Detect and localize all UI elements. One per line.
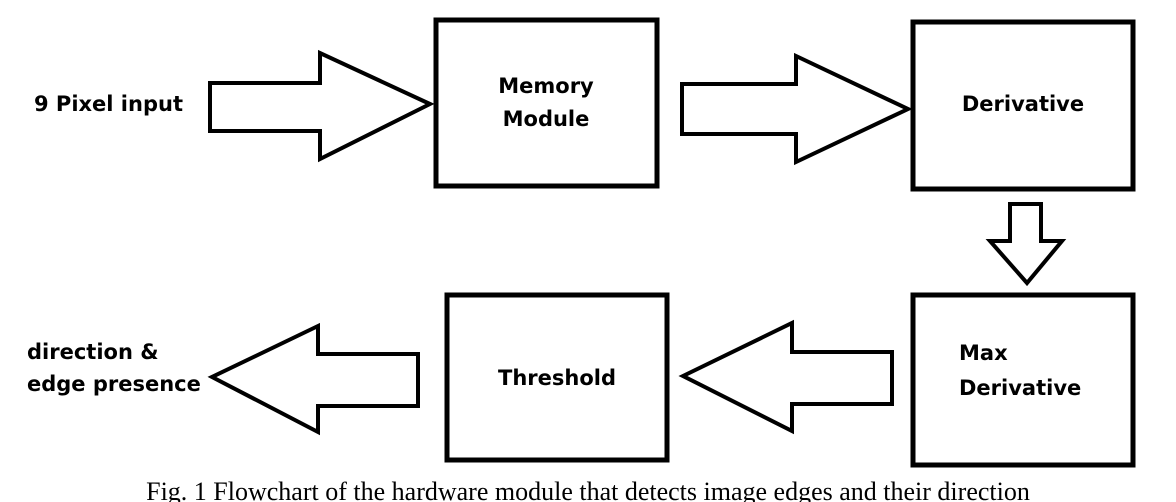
output-label-line1: direction & xyxy=(27,340,159,364)
max-derivative-label-line2: Derivative xyxy=(959,376,1081,400)
arrow-derivative-to-max xyxy=(985,202,1067,287)
input-label: 9 Pixel input xyxy=(34,92,183,116)
arrow-input-to-memory xyxy=(208,49,435,163)
threshold-box xyxy=(444,292,670,463)
memory-module-label-line2: Module xyxy=(503,107,590,131)
memory-module-box xyxy=(433,17,660,189)
derivative-label: Derivative xyxy=(962,92,1084,116)
threshold-label: Threshold xyxy=(498,366,616,390)
max-derivative-box xyxy=(910,292,1136,468)
arrow-memory-to-derivative xyxy=(680,52,913,166)
output-label-line2: edge presence xyxy=(27,372,201,396)
memory-module-label-line1: Memory xyxy=(498,74,594,98)
derivative-box xyxy=(910,19,1136,192)
arrow-max-to-threshold xyxy=(678,319,894,435)
arrow-threshold-to-output xyxy=(207,322,420,436)
max-derivative-label-line1: Max xyxy=(959,341,1008,365)
figure-caption: Fig. 1 Flowchart of the hardware module … xyxy=(146,477,1030,502)
